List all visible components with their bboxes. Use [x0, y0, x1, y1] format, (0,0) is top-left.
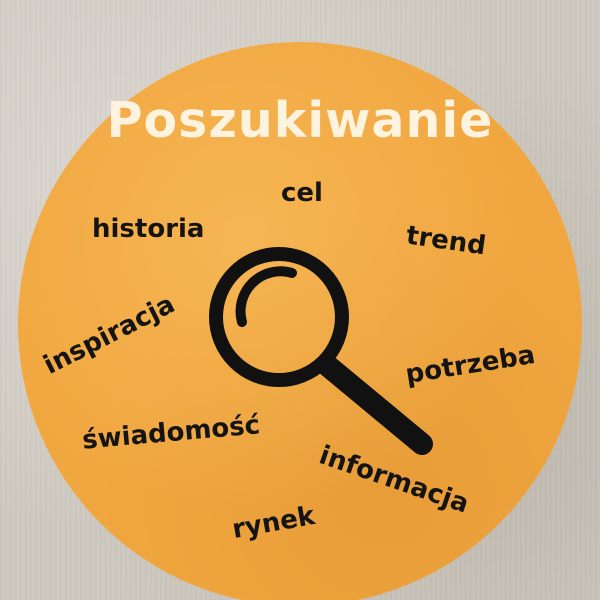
- orange-circle: [18, 42, 582, 600]
- magnifying-glass-icon: [209, 247, 433, 455]
- title: Poszukiwanie: [106, 92, 494, 149]
- word-historia: historia: [92, 214, 205, 244]
- word-cel: cel: [281, 178, 323, 208]
